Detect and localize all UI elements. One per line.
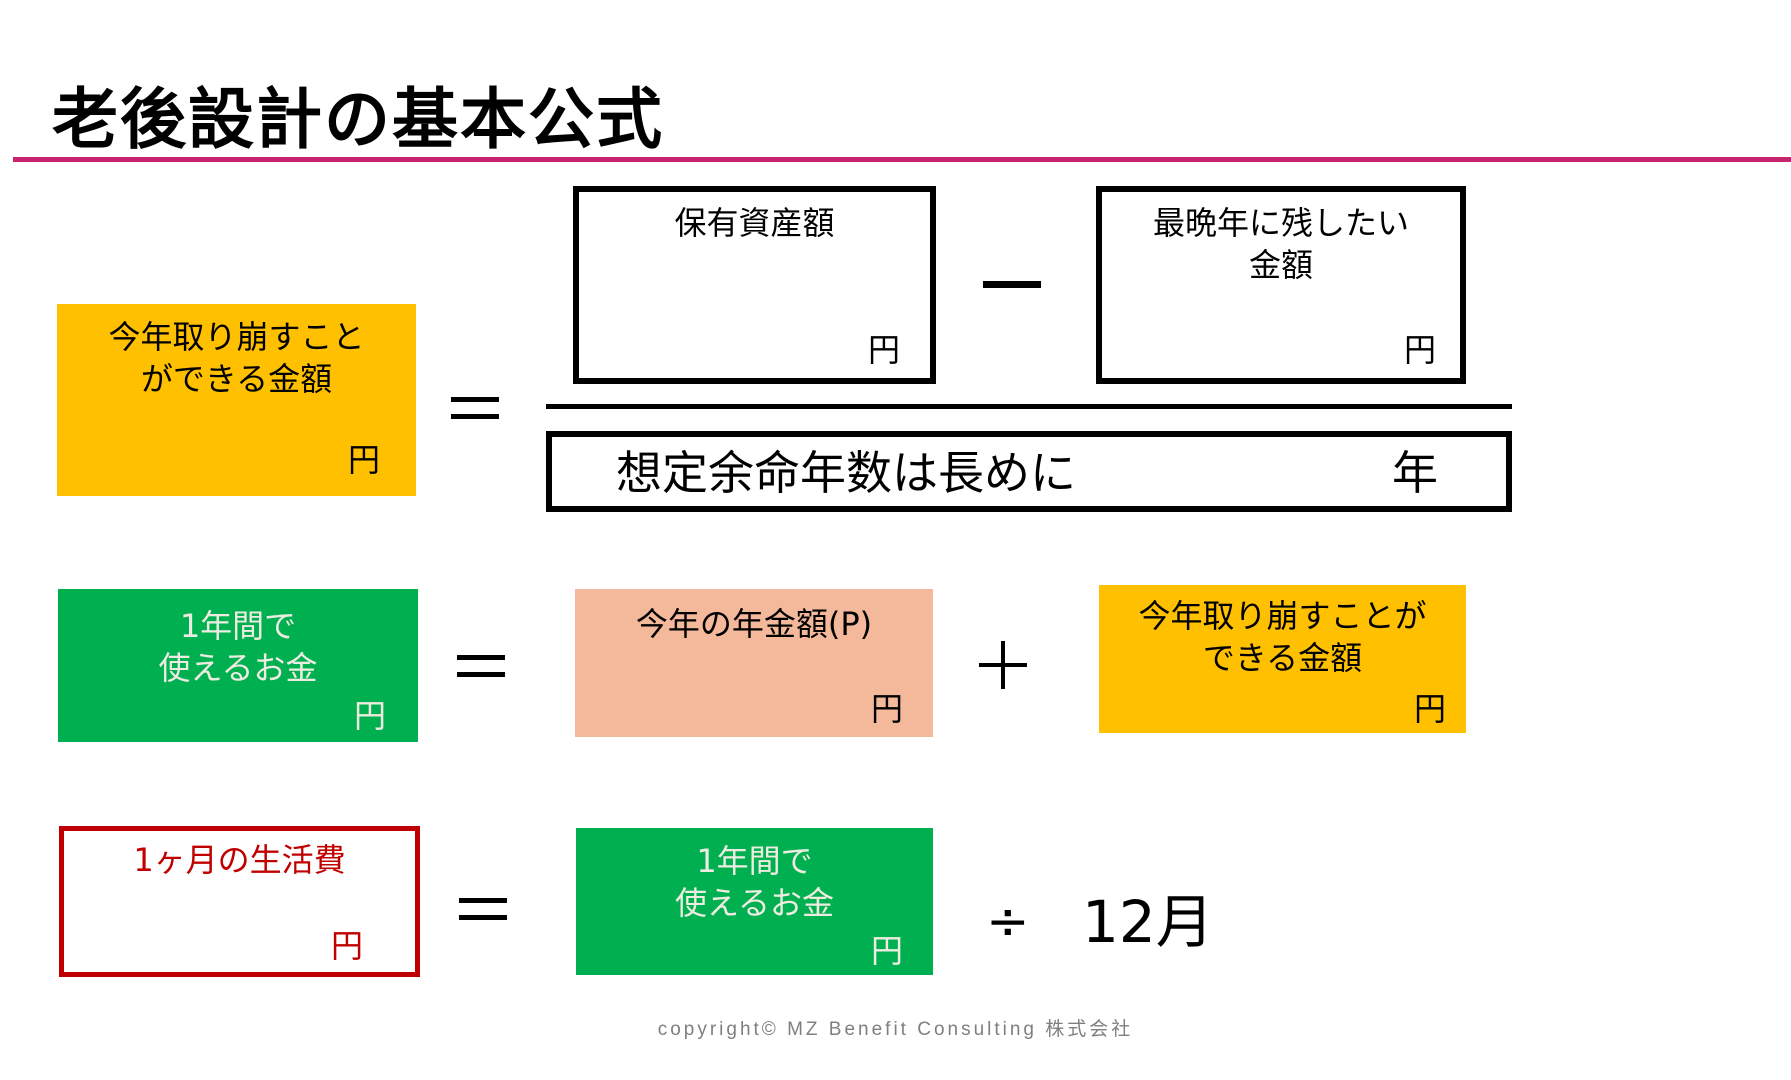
assets-label: 保有資産額 [674, 204, 835, 242]
legacy-amount-box: 最晩年に残したい 金額 円 [1096, 186, 1466, 384]
yen-unit: 円 [330, 927, 363, 965]
yen-unit: 円 [870, 932, 903, 970]
pension-label: 今年の年金額(P) [635, 605, 873, 643]
annual-spendable-label-2: 1年間で 使えるお金 [674, 842, 835, 922]
withdrawal-box: 今年取り崩すことが できる金額 円 [1099, 585, 1466, 733]
annual-spendable-label: 1年間で 使えるお金 [158, 607, 318, 687]
yen-unit: 円 [870, 690, 903, 728]
annual-spendable-box: 1年間で 使えるお金 円 [58, 589, 418, 742]
yen-unit: 円 [1403, 331, 1436, 369]
legacy-amount-label: 最晩年に残したい 金額 [1152, 204, 1409, 284]
twelve-months: 12月 [1082, 888, 1214, 956]
life-expectancy-label: 想定余命年数は長めに [616, 446, 1076, 500]
copyright-footer: copyright© MZ Benefit Consulting 株式会社 [657, 1019, 1134, 1040]
monthly-living-cost-box: 1ヶ月の生活費 円 [59, 826, 420, 977]
annual-spendable-box-2: 1年間で 使えるお金 円 [576, 828, 933, 975]
life-expectancy-box: 想定余命年数は長めに 年 [546, 431, 1512, 512]
divide-sign: ÷ [986, 892, 1030, 952]
equals-sign [451, 397, 499, 419]
annual-withdrawal-box: 今年取り崩すこと ができる金額 円 [57, 304, 416, 496]
yen-unit: 円 [347, 441, 380, 479]
monthly-living-cost-label: 1ヶ月の生活費 [133, 841, 346, 879]
annual-withdrawal-label: 今年取り崩すこと ができる金額 [108, 318, 365, 398]
plus-sign [979, 641, 1027, 689]
minus-sign [983, 281, 1041, 288]
withdrawal-label: 今年取り崩すことが できる金額 [1138, 597, 1427, 677]
page-title: 老後設計の基本公式 [52, 81, 664, 158]
fraction-bar [546, 404, 1512, 409]
yen-unit: 円 [353, 697, 386, 735]
yen-unit: 円 [1413, 690, 1446, 728]
title-underline [13, 157, 1791, 162]
assets-box: 保有資産額 円 [573, 186, 936, 384]
equals-sign [459, 898, 507, 920]
pension-box: 今年の年金額(P) 円 [575, 589, 933, 737]
equals-sign [457, 655, 505, 677]
year-unit: 年 [1392, 446, 1438, 500]
yen-unit: 円 [867, 331, 900, 369]
